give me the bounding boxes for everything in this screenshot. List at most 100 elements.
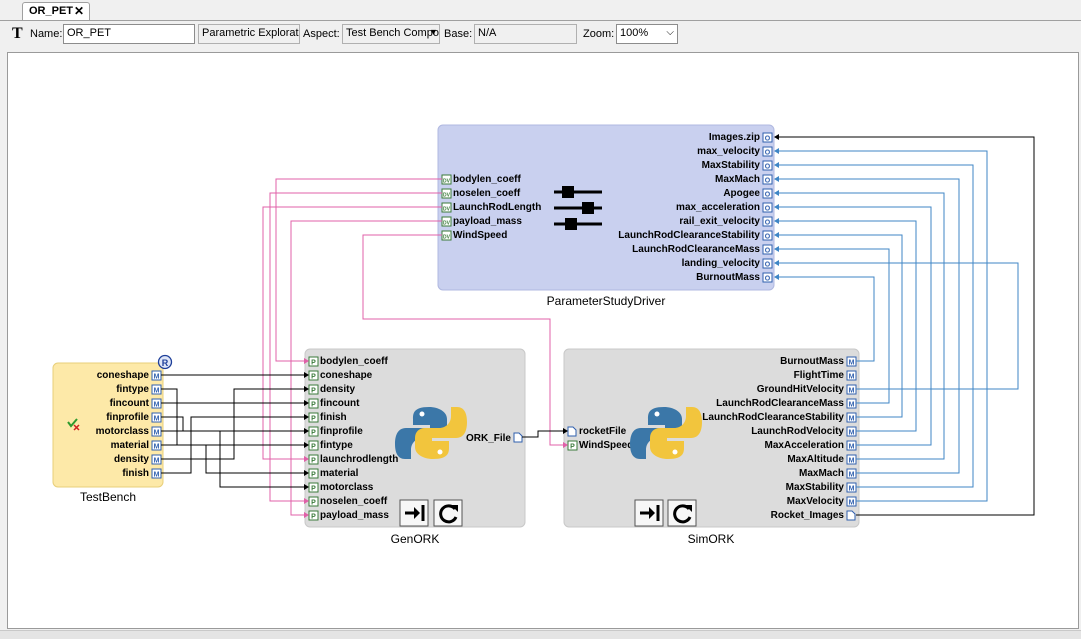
svg-text:P: P: [311, 514, 316, 521]
svg-text:M: M: [849, 430, 855, 437]
parameter-wire[interactable]: [262, 206, 442, 460]
parameter-port-icon: P: [308, 468, 319, 479]
driver-input-label: payload_mass: [453, 216, 522, 227]
output-port-icon: O: [762, 244, 773, 255]
python-logo-icon: [395, 407, 467, 459]
svg-text:M: M: [154, 430, 160, 437]
output-port-icon: O: [762, 132, 773, 143]
wire-arrow: [774, 148, 779, 154]
parameter-wire[interactable]: [290, 220, 442, 516]
simork-output-label: FlightTime: [794, 370, 845, 381]
parameter-port-icon: P: [308, 398, 319, 409]
metric-wire[interactable]: [776, 248, 890, 404]
driver-output-label: MaxStability: [702, 160, 761, 171]
parameter-port-icon: P: [308, 440, 319, 451]
output-port-icon: O: [762, 216, 773, 227]
close-icon[interactable]: ✕: [73, 4, 84, 18]
metric-port-icon: M: [151, 454, 162, 465]
simork-refresh-button[interactable]: [667, 499, 697, 527]
simork-output-label: LaunchRodClearanceStability: [702, 412, 844, 423]
wire-arrow: [563, 428, 568, 434]
wire-arrow: [774, 232, 779, 238]
svg-text:O: O: [765, 220, 771, 227]
name-field[interactable]: OR_PET: [63, 24, 195, 44]
svg-text:O: O: [765, 164, 771, 171]
metric-port-icon: M: [151, 398, 162, 409]
genork-refresh-button[interactable]: [433, 499, 463, 527]
parameter-wire[interactable]: [362, 234, 567, 446]
testbench-port-label: fincount: [110, 398, 150, 409]
genork-input-label: material: [320, 468, 359, 479]
testbench-wire[interactable]: [161, 416, 308, 432]
driver-output-label: Apogee: [723, 188, 760, 199]
parameter-wire[interactable]: [275, 178, 442, 362]
output-port-icon: O: [762, 258, 773, 269]
tab-strip: OR_PET ✕: [0, 0, 1081, 21]
wire-arrow: [774, 176, 779, 182]
svg-text:P: P: [311, 360, 316, 367]
metric-port-icon: M: [151, 468, 162, 479]
simork-output-label: MaxAcceleration: [765, 440, 844, 451]
wire-arrow: [774, 190, 779, 196]
metric-wire[interactable]: [776, 234, 903, 418]
testbench-wire[interactable]: [161, 388, 308, 460]
svg-text:M: M: [154, 472, 160, 479]
svg-text:P: P: [570, 444, 575, 451]
testbench-port-label: material: [111, 440, 150, 451]
svg-text:DV: DV: [443, 207, 451, 213]
wire-arrow: [774, 246, 779, 252]
metric-wire[interactable]: [776, 178, 960, 474]
parameter-wire[interactable]: [269, 192, 442, 502]
file-wire[interactable]: [776, 136, 1035, 516]
wire-arrow: [774, 162, 779, 168]
svg-text:DV: DV: [443, 235, 451, 241]
output-port-icon: O: [762, 174, 773, 185]
svg-text:M: M: [154, 444, 160, 451]
text-tool-icon[interactable]: T: [12, 25, 23, 42]
testbench-block[interactable]: [52, 362, 164, 488]
driver-output-label: LaunchRodClearanceStability: [618, 230, 760, 241]
metric-port-icon: M: [846, 384, 857, 395]
testbench-port-label: coneshape: [97, 370, 150, 381]
simork-open-button[interactable]: [634, 499, 664, 527]
output-port-icon: O: [762, 160, 773, 171]
simork-output-label: MaxVelocity: [787, 496, 845, 507]
parameter-port-icon: P: [308, 370, 319, 381]
simork-block[interactable]: [563, 348, 860, 528]
testbench-port-label: finish: [122, 468, 149, 479]
file-wire[interactable]: [522, 430, 567, 438]
output-port-icon: O: [762, 202, 773, 213]
parameter-port-icon: P: [308, 496, 319, 507]
toolbar: T Name: OR_PET Parametric Exploration As…: [0, 21, 1081, 49]
metric-port-icon: M: [151, 440, 162, 451]
aspect-select[interactable]: Test Bench Composition ▾: [342, 24, 440, 44]
genork-open-button[interactable]: [399, 499, 429, 527]
svg-text:M: M: [154, 374, 160, 381]
metric-wire[interactable]: [776, 164, 974, 488]
metric-wire[interactable]: [776, 262, 1019, 390]
metric-wire[interactable]: [776, 192, 945, 460]
metric-wire[interactable]: [776, 150, 988, 502]
svg-text:P: P: [311, 430, 316, 437]
simork-output-label: BurnoutMass: [780, 356, 844, 367]
tab-or-pet[interactable]: OR_PET ✕: [22, 2, 90, 20]
metric-port-icon: M: [846, 440, 857, 451]
svg-text:P: P: [311, 388, 316, 395]
metric-port-icon: M: [846, 468, 857, 479]
simork-output-label: MaxMach: [799, 468, 844, 479]
testbench-wire[interactable]: [161, 416, 308, 474]
metric-wire[interactable]: [776, 220, 917, 432]
wire-arrow: [774, 134, 779, 140]
metric-wire[interactable]: [776, 206, 932, 446]
design-variable-port-icon: DV: [441, 202, 452, 213]
driver-output-label: MaxMach: [715, 174, 760, 185]
zoom-select[interactable]: 100% ⌵: [616, 24, 678, 44]
svg-text:P: P: [311, 458, 316, 465]
wire-arrow: [304, 428, 309, 434]
svg-text:P: P: [311, 374, 316, 381]
testbench-name: TestBench: [80, 490, 136, 504]
metric-wire[interactable]: [776, 276, 875, 362]
chevron-down-icon: ▾: [430, 27, 436, 38]
